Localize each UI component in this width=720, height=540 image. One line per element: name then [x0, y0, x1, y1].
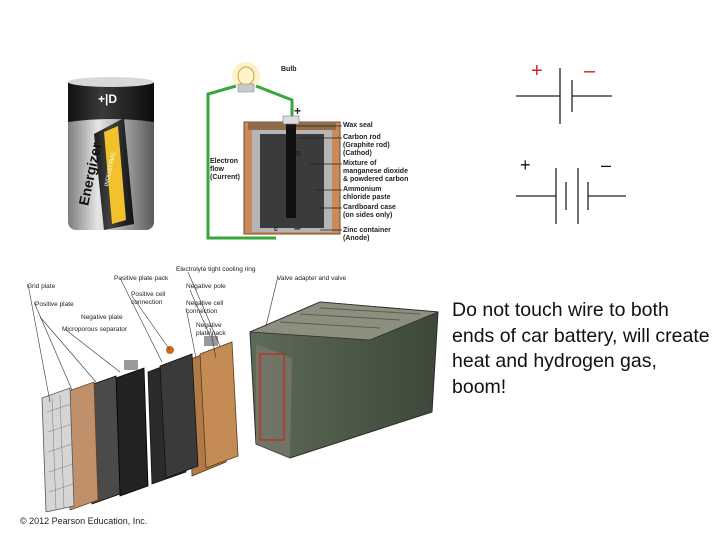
label-negative-cell-connection: Negative cell connection: [186, 300, 224, 315]
copyright-text: © 2012 Pearson Education, Inc.: [20, 516, 148, 526]
grid-plate: [41, 387, 75, 512]
d-cell-battery: [68, 77, 154, 230]
label-c-mark: c: [274, 226, 278, 233]
label-cardboard: Cardboard case (on sides only): [343, 204, 396, 219]
label-wax-seal: Wax seal: [343, 122, 373, 129]
dry-cell-diagram: [206, 62, 341, 240]
plate-pack-positive: [147, 353, 199, 485]
label-positive-cell-connection: Positive cell connection: [131, 291, 166, 306]
label-microporous-separator: Microporous separator: [62, 326, 128, 333]
separator-plate: [115, 367, 149, 497]
circuit-wire: [206, 84, 276, 240]
label-positive-plate-pack: Positive plate pack: [114, 275, 169, 282]
label-electron-flow: Electron flow (Current): [210, 158, 240, 181]
label-plus: +: [294, 104, 302, 118]
label-electrolyte-ring: Electrolyte tight cooling ring: [176, 266, 256, 273]
symbol-top-minus: –: [584, 60, 596, 82]
label-minus: –: [294, 221, 301, 235]
label-positive-plate: Positive plate: [35, 301, 74, 308]
label-bulb: Bulb: [281, 66, 297, 73]
dry-cell-leader-lines: [292, 125, 342, 231]
label-negative-plate: Negative plate: [81, 314, 123, 321]
label-negative-pole: Negative pole: [186, 283, 226, 290]
label-carbon-rod: Carbon rod (Graphite rod) (Cathod): [343, 134, 390, 157]
cell-symbol-battery: [516, 168, 626, 224]
label-valve-adapter: Valve adapter and valve: [277, 275, 347, 282]
label-negative-plate-pack: Negative plate pack: [196, 322, 226, 337]
car-battery-illustration: [27, 271, 439, 512]
label-r-mark: R: [296, 151, 302, 158]
cell-symbol-single: [516, 68, 612, 124]
symbol-top-plus: +: [531, 60, 543, 82]
carbon-rod: [286, 122, 296, 218]
caption-text: Do not touch wire to both ends of car ba…: [452, 299, 710, 398]
symbol-bottom-minus: –: [601, 155, 612, 175]
bulb: [237, 66, 255, 86]
label-ammonium: Ammonium chloride paste: [343, 186, 391, 201]
label-grid-plate: Grid plate: [27, 283, 56, 290]
symbol-bottom-plus: +: [520, 155, 531, 175]
label-zinc: Zinc container (Anode): [343, 227, 391, 242]
plate-pack-negative: [187, 341, 239, 477]
label-mixture: Mixture of manganese dioxide & powdered …: [343, 160, 409, 183]
battery-terminal-label: +|D: [98, 92, 118, 106]
